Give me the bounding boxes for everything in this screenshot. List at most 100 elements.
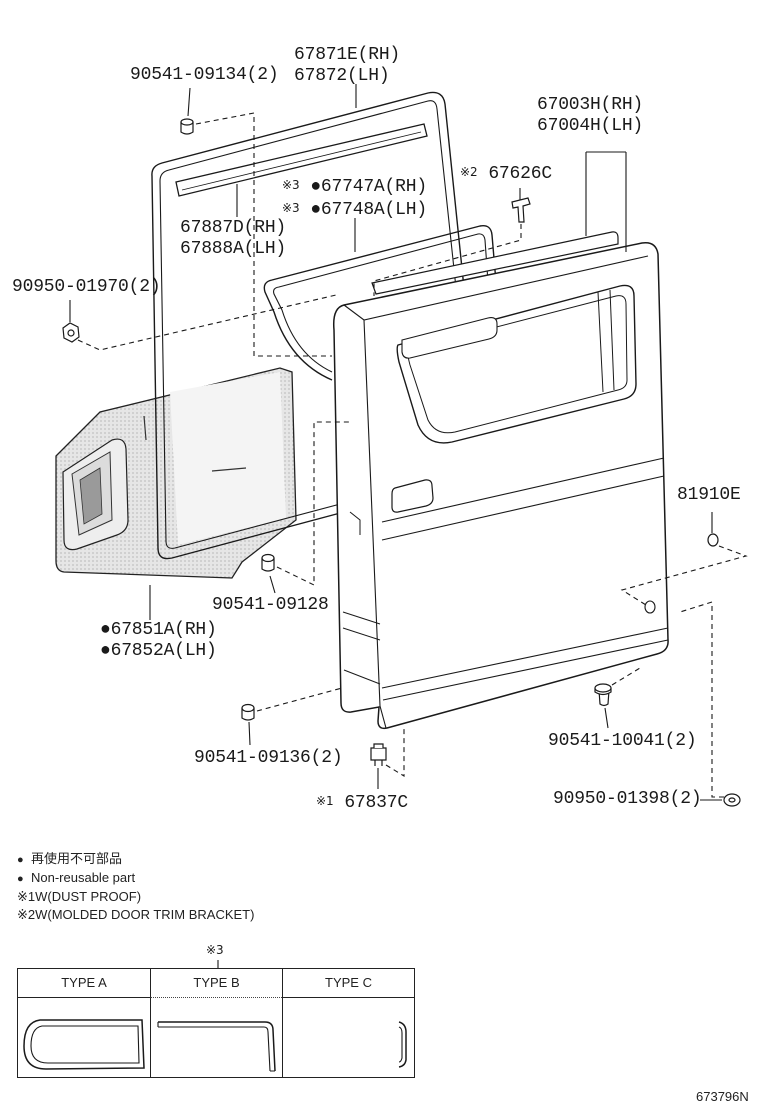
dust-proof-note-mark: ※1 — [316, 794, 334, 808]
type-b-outer — [158, 1021, 276, 1072]
door-panel-lh: 67004H(LH) — [537, 116, 644, 136]
legend-text: W(DUST PROOF) — [35, 889, 142, 904]
type-c-inner — [398, 1026, 403, 1063]
door-window-rails — [597, 289, 615, 393]
plug-icon — [707, 533, 719, 547]
molding-rh-row: ※3 ●67747A(RH) — [282, 175, 427, 198]
door-weatherstrip — [151, 91, 465, 560]
type-b-molding-shape — [157, 1021, 276, 1072]
clip-09134-label: 90541-09134(2) — [130, 65, 279, 85]
legend-row: ● Non-reusable part — [17, 869, 254, 888]
washer-01398-label: 90950-01398(2) — [553, 789, 702, 809]
door-upper-slot — [401, 317, 498, 359]
glass-run-label: 67887D(RH) 67888A(LH) — [180, 218, 286, 260]
legend-symbol: ※2 — [17, 907, 36, 922]
molding-rh: ●67747A(RH) — [310, 177, 427, 197]
plug-label: 81910E — [677, 485, 741, 505]
trim-pocket-slot — [79, 467, 103, 525]
door-front-edge — [363, 319, 387, 729]
molding-lh: ●67748A(LH) — [310, 200, 427, 220]
dust-proof-number: 67837C — [344, 793, 408, 813]
legend: ● 再使用不可部品 ● Non-reusable part ※1W(DUST PRO… — [17, 850, 254, 924]
type-a-inner — [30, 1025, 140, 1064]
clip-09128-label: 90541-09128 — [212, 595, 329, 615]
legend-text: 再使用不可部品 — [31, 851, 123, 866]
glass-run-channel — [175, 123, 428, 197]
door-front-step-lines — [342, 511, 381, 685]
weatherstrip-label: 67871E(RH) 67872(LH) — [294, 45, 400, 87]
trim-bracket-icon — [511, 197, 531, 223]
molding-note-mark: ※3 — [282, 178, 300, 192]
fasteners — [62, 118, 741, 807]
dashed-leader-lines — [77, 112, 748, 798]
trim-bracket-note-mark: ※2 — [460, 165, 478, 179]
door-handle-recess — [391, 479, 434, 513]
door-window-opening — [396, 284, 637, 444]
weatherstrip-inner — [159, 100, 457, 549]
legend-symbol: ※1 — [17, 889, 36, 904]
molding-lh-row: ※3 ●67748A(LH) — [282, 198, 427, 221]
type-b-header: TYPE B — [150, 969, 282, 998]
door-panel-label: 67003H(RH) 67004H(LH) — [537, 95, 643, 137]
legend-text: Non-reusable part — [31, 870, 136, 885]
door-window-inner — [407, 295, 628, 434]
type-a-outer — [23, 1019, 145, 1070]
type-c-molding-shape — [398, 1021, 407, 1068]
clip-09134-icon — [180, 118, 194, 135]
molding-outer — [263, 225, 497, 381]
glass-run-body — [175, 123, 428, 197]
type-b-cell — [150, 998, 282, 1077]
type-a-molding-shape — [23, 1019, 145, 1070]
legend-symbol: ● — [17, 854, 24, 866]
glass-run-groove — [181, 131, 422, 191]
bolt-10041-label: 90541-10041(2) — [548, 731, 697, 751]
door-mounting-hole — [644, 600, 656, 614]
trim-bracket-number: 67626C — [488, 164, 552, 184]
clip-09136-icon — [241, 703, 255, 721]
glass-run-lh: 67888A(LH) — [180, 239, 287, 259]
trim-bracket-label: ※2 67626C — [460, 162, 552, 185]
bolt-10041-icon — [594, 683, 612, 707]
trim-panel-label: ●67851A(RH) ●67852A(LH) — [100, 620, 217, 662]
clip-09128-icon — [261, 553, 275, 572]
weatherstrip-lh: 67872(LH) — [294, 66, 390, 86]
type-c-outer — [398, 1021, 407, 1068]
dust-proof-clip-icon — [370, 743, 387, 766]
type-c-header: TYPE C — [282, 969, 414, 998]
molding-inner — [273, 233, 489, 373]
type-table-note-mark: ※3 — [206, 943, 224, 957]
door-panel-rh: 67003H(RH) — [537, 95, 644, 115]
door-panel — [332, 241, 669, 730]
nut-01970-icon — [62, 322, 80, 343]
type-c-cell — [282, 998, 414, 1077]
type-a-cell — [18, 998, 150, 1077]
type-b-inner — [158, 1026, 271, 1072]
legend-row: ● 再使用不可部品 — [17, 850, 254, 869]
glass-run-rh: 67887D(RH) — [180, 218, 287, 238]
legend-row: ※2W(MOLDED DOOR TRIM BRACKET) — [17, 906, 254, 924]
type-a-header: TYPE A — [18, 969, 150, 998]
leader-lines — [69, 84, 722, 968]
washer-01398-icon — [723, 793, 741, 807]
trim-inner-area — [170, 372, 286, 545]
dust-proof-label: ※1 67837C — [316, 791, 408, 814]
door-trim-panel — [55, 367, 297, 579]
legend-row: ※1W(DUST PROOF) — [17, 888, 254, 906]
trim-clip-marks — [143, 415, 247, 472]
legend-text: W(MOLDED DOOR TRIM BRACKET) — [35, 907, 255, 922]
type-b-end — [157, 1022, 275, 1072]
type-table: TYPE A TYPE B TYPE C — [17, 968, 415, 1078]
type-table-body — [18, 998, 414, 1077]
trim-panel-lh: ●67852A(LH) — [100, 641, 217, 661]
nut-01970-label: 90950-01970(2) — [12, 277, 161, 297]
figure-id: 673796N — [696, 1089, 749, 1104]
weatherstrip-outer — [151, 91, 465, 560]
weatherstrip-rh: 67871E(RH) — [294, 45, 401, 65]
trim-panel-rh: ●67851A(RH) — [100, 620, 217, 640]
molding-label: ※3 ●67747A(RH) ※3 ●67748A(LH) — [282, 175, 427, 221]
molding-note-mark: ※3 — [282, 201, 300, 215]
door-frame-rail — [371, 231, 619, 295]
legend-symbol: ● — [17, 873, 24, 885]
